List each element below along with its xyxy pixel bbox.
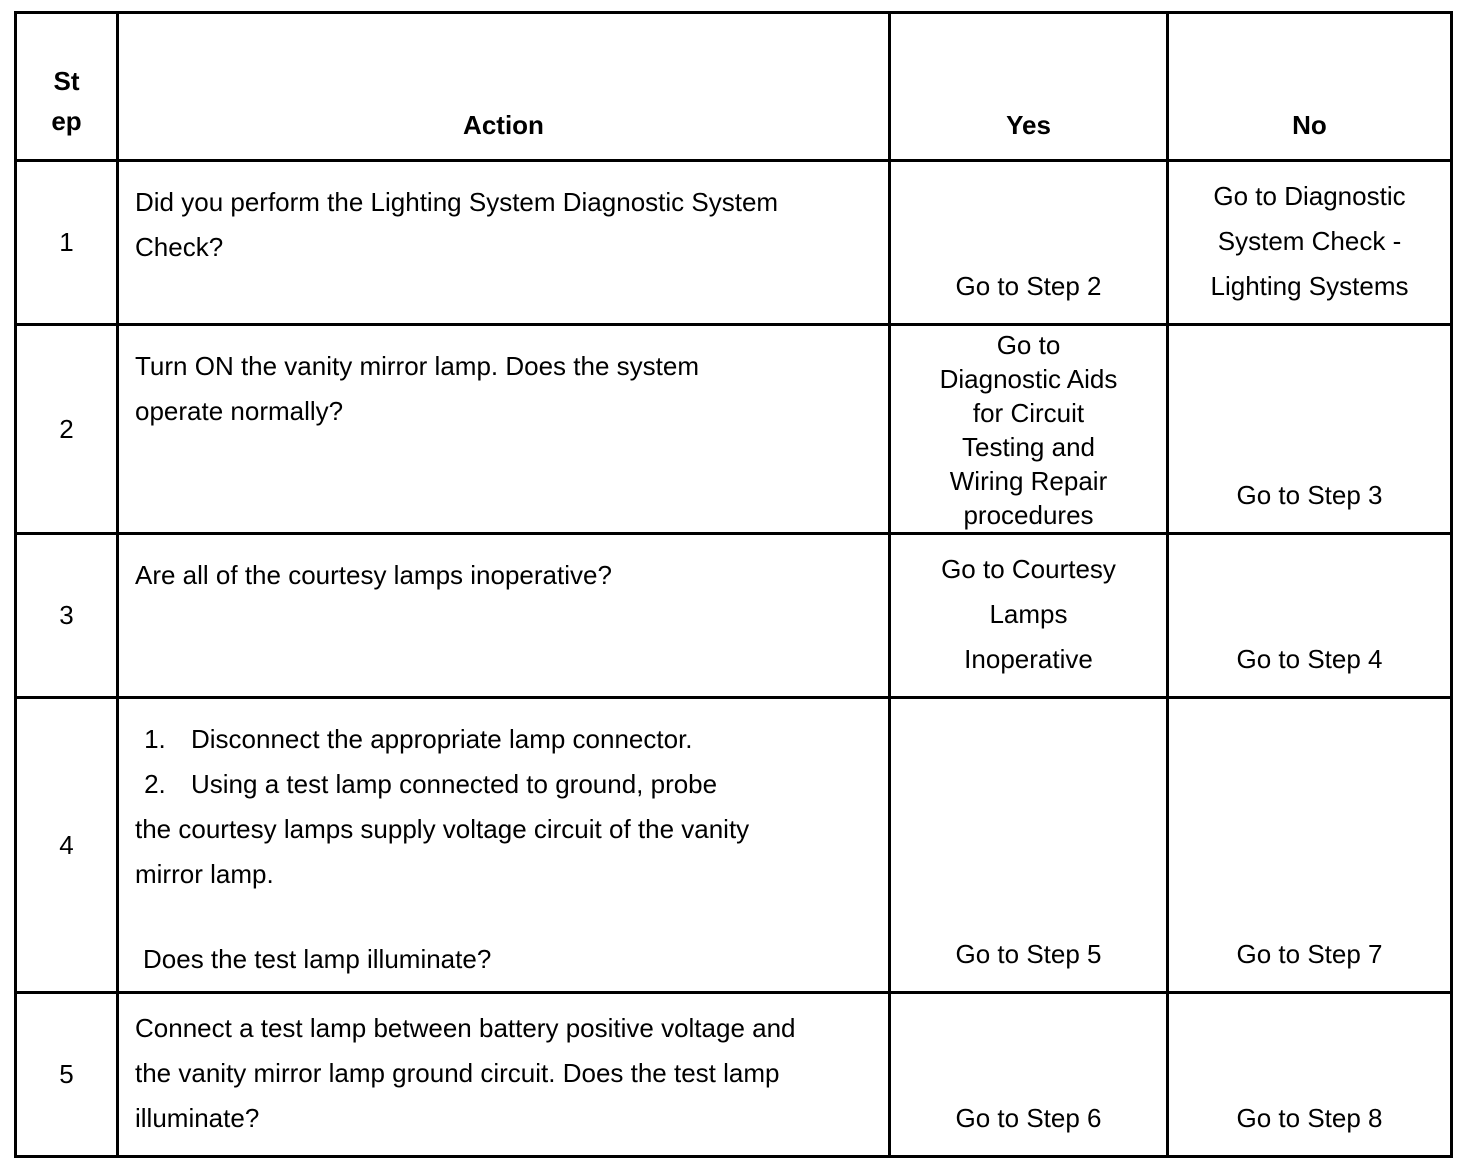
step-number: 4 [14,696,119,994]
action-text: Connect a test lamp between battery posi… [135,1013,796,1133]
yes-line: Testing and [962,432,1095,462]
action-cell: Connect a test lamp between battery posi… [116,991,891,1158]
yes-cell: Go to Step 2 [888,159,1169,326]
diagnostic-table: St ep Action Yes No 1 Did you perform th… [14,11,1453,1158]
no-line: System Check - [1217,226,1402,256]
yes-line: Lamps [989,599,1068,629]
yes-line: Wiring Repair [949,466,1108,496]
list-item: Using a test lamp connected to ground, p… [173,762,878,807]
no-cell: Go to Step 3 [1166,323,1453,535]
table-row: 3 Are all of the courtesy lamps inoperat… [14,532,1453,699]
action-steps-list: Disconnect the appropriate lamp connecto… [135,717,878,807]
no-cell: Go to Step 4 [1166,532,1453,699]
header-no: No [1166,11,1453,162]
no-cell: Go to Step 8 [1166,991,1453,1158]
no-cell: Go to Diagnostic System Check - Lighting… [1166,159,1453,326]
step-number: 5 [14,991,119,1158]
no-line: Go to Diagnostic [1213,181,1406,211]
yes-line: Go to [996,330,1061,360]
yes-line: Inoperative [964,644,1093,674]
action-cell: Are all of the courtesy lamps inoperativ… [116,532,891,699]
action-cell: Turn ON the vanity mirror lamp. Does the… [116,323,891,535]
header-step: St ep [14,11,119,162]
table-row: 1 Did you perform the Lighting System Di… [14,159,1453,326]
step-number: 1 [14,159,119,326]
yes-line: for Circuit [972,398,1085,428]
step-number: 2 [14,323,119,535]
table-row: 2 Turn ON the vanity mirror lamp. Does t… [14,323,1453,535]
header-yes: Yes [888,11,1169,162]
yes-line: Go to Courtesy [941,554,1116,584]
action-cell: Did you perform the Lighting System Diag… [116,159,891,326]
action-text: the courtesy lamps supply voltage circui… [135,814,750,889]
yes-cell: Go to Courtesy Lamps Inoperative [888,532,1169,699]
yes-line: procedures [963,500,1094,530]
action-text: Are all of the courtesy lamps inoperativ… [135,560,612,590]
yes-cell: Go to Step 6 [888,991,1169,1158]
header-row: St ep Action Yes No [14,11,1453,162]
action-text: Turn ON the vanity mirror lamp. Does the… [135,351,699,426]
no-cell: Go to Step 7 [1166,696,1453,994]
header-step-line2: ep [51,106,82,136]
table-row: 4 Disconnect the appropriate lamp connec… [14,696,1453,994]
action-question: Does the test lamp illuminate? [143,944,492,974]
yes-cell: Go to Step 5 [888,696,1169,994]
list-item: Disconnect the appropriate lamp connecto… [173,717,878,762]
action-cell: Disconnect the appropriate lamp connecto… [116,696,891,994]
no-line: Lighting Systems [1210,271,1409,301]
header-action: Action [116,11,891,162]
action-text: Did you perform the Lighting System Diag… [135,187,779,262]
yes-cell: Go to Diagnostic Aids for Circuit Testin… [888,323,1169,535]
step-number: 3 [14,532,119,699]
yes-line: Diagnostic Aids [939,364,1118,394]
header-step-line1: St [53,66,80,96]
table-row: 5 Connect a test lamp between battery po… [14,991,1453,1158]
